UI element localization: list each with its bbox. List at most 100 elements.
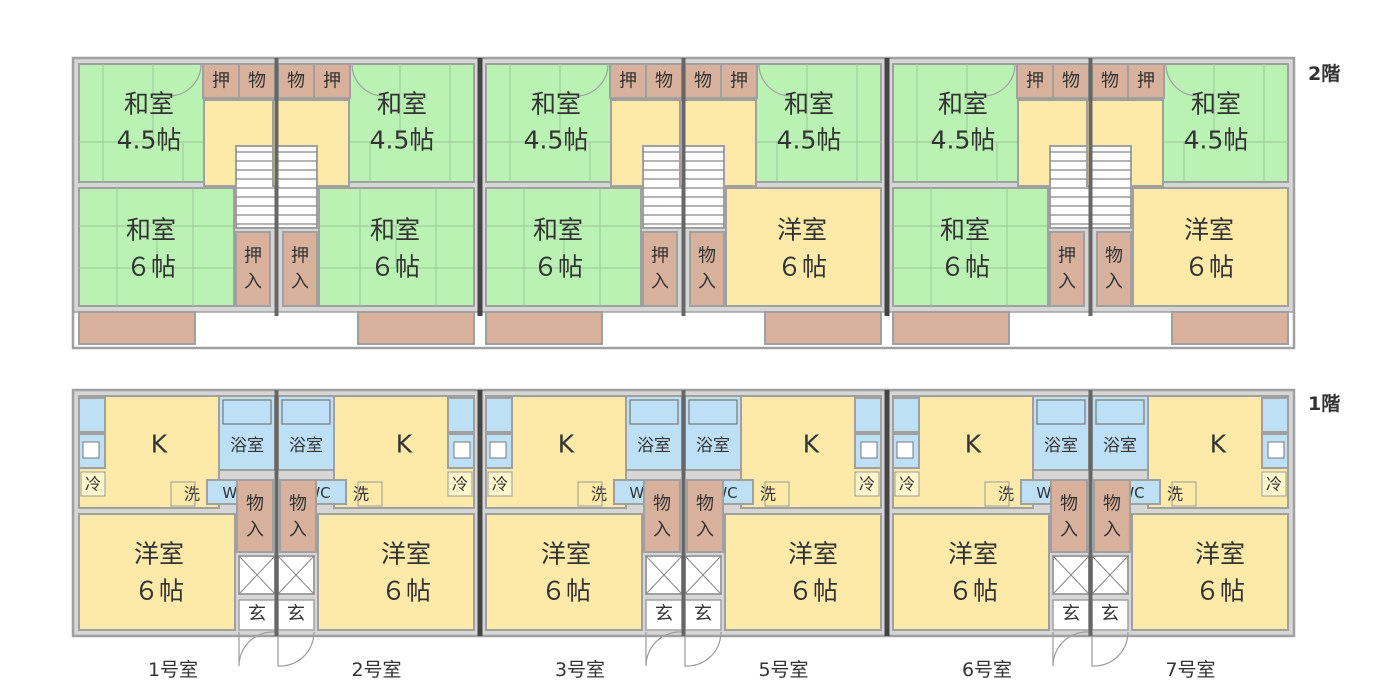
bottom-closet	[1096, 231, 1132, 307]
first-floor-plan: 冷洗浴室WC物入玄K洋室６帖1号室冷洗浴室WC物入玄K洋室６帖2号室冷洗浴室WC…	[71, 388, 1296, 681]
storage-label-char: 入	[653, 520, 671, 541]
room-4-5-jo-size: 4.5帖	[524, 126, 589, 155]
top-closet-oshi	[1127, 63, 1165, 99]
storage	[279, 479, 317, 553]
room-4-5-jo-name: 和室	[1191, 90, 1241, 119]
western-room-size: ６帖	[541, 577, 591, 606]
room-6-jo-name: 洋室	[1184, 216, 1234, 245]
upper-unit: 押物押入和室4.5帖和室６帖	[886, 57, 1095, 345]
staircase	[683, 145, 725, 229]
bathroom-label: 浴室	[230, 436, 264, 456]
storage	[236, 479, 274, 553]
entrance	[1091, 599, 1129, 631]
room-4-5-jo-name: 和室	[531, 90, 581, 119]
washer-label: 洗	[591, 485, 607, 504]
fridge-label: 冷	[859, 475, 875, 494]
storage	[1093, 479, 1131, 553]
room-6-jo-size: ６帖	[1184, 253, 1234, 282]
room-6-jo-size: ６帖	[940, 253, 990, 282]
entrance-line	[1091, 555, 1129, 595]
kitchen-label: K	[151, 430, 168, 459]
bottom-closet-label-char: 入	[1058, 272, 1076, 293]
top-closet-mono-label: 物	[1101, 71, 1119, 92]
storage	[643, 479, 681, 553]
top-closet-mono	[684, 63, 722, 99]
storage-label: 物入	[1060, 494, 1078, 541]
washer-space	[357, 481, 383, 507]
door-swing	[1165, 63, 1199, 97]
entrance-label: 玄	[287, 604, 305, 625]
unit-number: 7号室	[1165, 659, 1215, 681]
bathroom-label: 浴室	[1044, 436, 1078, 456]
washer-space	[1171, 481, 1197, 507]
kitchen-counter	[892, 397, 920, 433]
bottom-closet-label-char: 入	[1105, 272, 1123, 293]
top-closet-mono-label: 物	[655, 71, 673, 92]
balcony	[892, 311, 1010, 345]
door-swing	[758, 63, 792, 97]
upper-unit: 押物押入和室4.5帖和室６帖	[479, 57, 688, 345]
bottom-closet-label: 押入	[1058, 246, 1076, 293]
fridge-label: 冷	[899, 475, 915, 494]
storage	[1050, 479, 1088, 553]
top-closet-mono	[1052, 63, 1090, 99]
storage-label: 物入	[696, 494, 714, 541]
room-4-5-jo-size: 4.5帖	[777, 126, 842, 155]
bottom-closet-label-char: 押	[244, 246, 262, 267]
entrance-line	[238, 555, 276, 595]
fridge-space	[80, 471, 106, 497]
stove-burner	[896, 441, 914, 459]
kitchen-label: K	[965, 430, 982, 459]
bottom-closet-label-char: 入	[651, 272, 669, 293]
kitchen-counter	[485, 397, 513, 433]
door-swing	[575, 63, 609, 97]
fridge-label: 冷	[1266, 475, 1282, 494]
bottom-closet-label: 物入	[698, 246, 716, 293]
top-closet-oshi-label: 押	[212, 71, 230, 92]
storage-label-char: 入	[696, 520, 714, 541]
storage-label-char: 入	[1060, 520, 1078, 541]
entrance-label: 玄	[694, 604, 712, 625]
storage-label-char: 入	[1103, 520, 1121, 541]
bottom-closet	[235, 231, 271, 307]
western-room	[892, 513, 1050, 631]
bottom-closet-label-char: 物	[698, 246, 716, 267]
balcony	[357, 311, 475, 345]
room-6-jo-size: ６帖	[370, 253, 420, 282]
room-6-jo-name: 和室	[940, 216, 990, 245]
bathtub	[281, 399, 331, 425]
stove-burner	[82, 441, 100, 459]
storage-label: 物入	[246, 494, 264, 541]
fridge-label: 冷	[492, 475, 508, 494]
room-6-jo-name: 洋室	[777, 216, 827, 245]
bottom-closet-label: 物入	[1105, 246, 1123, 293]
staircase	[276, 145, 318, 229]
fridge-label: 冷	[452, 475, 468, 494]
fridge-space	[487, 471, 513, 497]
unit-number: 2号室	[351, 659, 401, 681]
entrance-door	[1052, 631, 1090, 667]
unit-number: 5号室	[758, 659, 808, 681]
bottom-closet-label-char: 物	[1105, 246, 1123, 267]
storage-label-char: 物	[653, 494, 671, 515]
room-6-jo-name: 和室	[370, 216, 420, 245]
entrance	[1052, 599, 1090, 631]
western-room-name: 洋室	[134, 540, 184, 569]
bottom-closet-label: 押入	[244, 246, 262, 293]
bathtub	[1036, 399, 1086, 425]
room-4-5-jo-name: 和室	[784, 90, 834, 119]
top-closet-oshi	[609, 63, 647, 99]
storage-label-char: 物	[1103, 494, 1121, 515]
fridge-space	[447, 471, 473, 497]
storage-label-char: 物	[696, 494, 714, 515]
stove-burner	[453, 441, 471, 459]
top-closet-mono	[1091, 63, 1129, 99]
unit-number: 1号室	[148, 659, 198, 681]
balcony	[764, 311, 882, 345]
entrance-line	[277, 555, 315, 595]
kitchen-counter	[78, 397, 106, 433]
